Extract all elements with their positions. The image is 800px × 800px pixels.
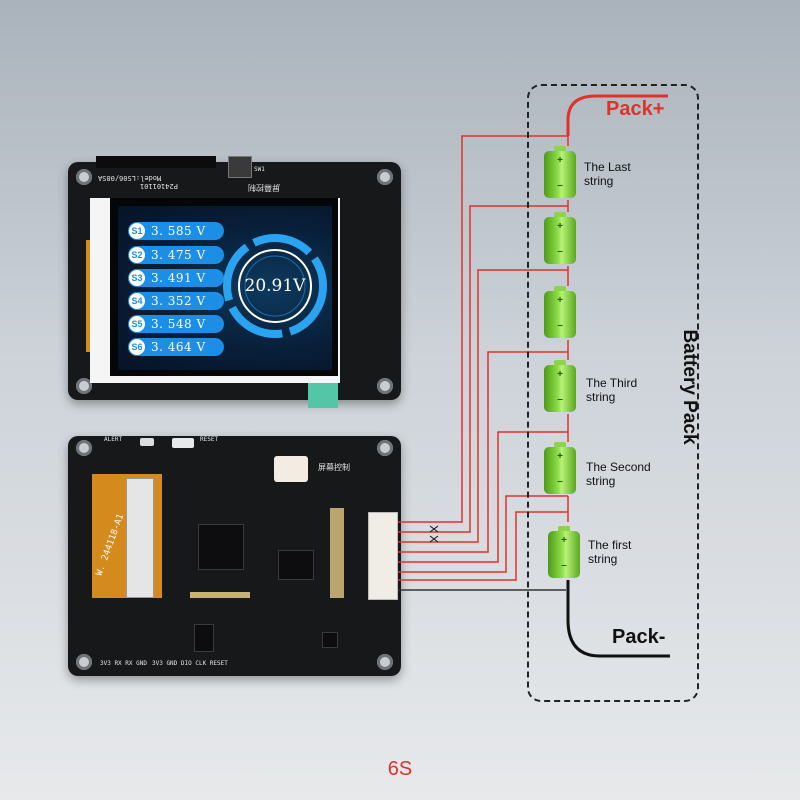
battery-cell: +– xyxy=(544,442,576,494)
cell-badge: S6 xyxy=(129,339,145,355)
battery-cell: +– xyxy=(548,526,580,578)
jst-connector xyxy=(274,456,308,482)
pack-plus-label: Pack+ xyxy=(606,98,665,120)
cell-voltage: 3. 585 V xyxy=(151,224,206,238)
bottom-pins-left: 3V3 RX RX GND xyxy=(100,660,147,667)
balance-wire xyxy=(398,135,568,523)
bottom-pins-right: 3V3 GND DIO CLK RESET xyxy=(152,660,228,667)
balance-wire xyxy=(398,205,568,533)
cell-voltage-row: S6 3. 464 V xyxy=(128,338,224,356)
cell-label-second: The Second string xyxy=(586,460,651,488)
balance-connector xyxy=(368,512,398,600)
flex-connector xyxy=(126,478,154,598)
cell-label-last: The Last string xyxy=(584,160,631,188)
cell-badge: S5 xyxy=(129,316,145,332)
cell-voltage: 3. 491 V xyxy=(151,271,206,285)
battery-cell: +– xyxy=(544,360,576,412)
balance-wire xyxy=(398,495,568,573)
cell-voltage-row: S3 3. 491 V xyxy=(128,269,224,287)
total-voltage: 20.91V xyxy=(244,276,306,296)
cell-voltage-row: S4 3. 352 V xyxy=(128,292,224,310)
mount-hole xyxy=(76,378,92,394)
mount-hole xyxy=(377,654,393,670)
battery-cell: +– xyxy=(544,146,576,198)
switch-label: SW1 xyxy=(254,166,265,173)
mount-hole xyxy=(76,440,92,456)
cell-badge: S2 xyxy=(129,247,145,263)
pin-header xyxy=(96,156,216,168)
afe-chip xyxy=(278,550,314,580)
config-label: 6S xyxy=(387,758,413,780)
cell-voltage-row: S1 3. 585 V xyxy=(128,222,224,240)
reset-button[interactable] xyxy=(172,438,194,448)
smd-pads xyxy=(330,508,344,598)
alert-button[interactable] xyxy=(140,438,154,446)
cell-label-third: The Third string xyxy=(586,376,638,404)
battery-pack-title: Battery Pack xyxy=(679,329,700,445)
reset-label: RESET xyxy=(200,436,219,443)
alert-label: ALERT xyxy=(104,436,123,443)
cell-voltage-row: S5 3. 548 V xyxy=(128,315,224,333)
cell-badge: S4 xyxy=(129,293,145,309)
cell-voltage: 3. 352 V xyxy=(151,294,206,308)
cell-voltage: 3. 548 V xyxy=(151,317,206,331)
smd-pads xyxy=(190,592,250,598)
cell-voltage: 3. 464 V xyxy=(151,340,206,354)
pack-minus-label: Pack- xyxy=(612,626,666,648)
mount-hole xyxy=(377,440,393,456)
battery-cell: +– xyxy=(544,286,576,338)
mount-hole xyxy=(377,169,393,185)
balance-wire xyxy=(398,511,568,581)
cell-badge: S3 xyxy=(129,270,145,286)
cell-voltage: 3. 475 V xyxy=(151,248,206,262)
lcd-tab xyxy=(308,383,338,408)
mount-hole xyxy=(76,169,92,185)
cell-badge: S1 xyxy=(129,223,145,239)
mosfet-chip xyxy=(322,632,338,648)
cell-voltage-row: S2 3. 475 V xyxy=(128,246,224,264)
total-voltage-gauge xyxy=(223,234,327,338)
battery-pack-outline xyxy=(527,84,699,702)
pack-plus-lead xyxy=(566,94,668,136)
regulator-chip xyxy=(194,624,214,652)
battery-cell: +– xyxy=(544,212,576,264)
lcd-screen: S1 3. 585 V S2 3. 475 V S3 3. 491 V S4 3… xyxy=(118,206,332,370)
pack-minus-lead xyxy=(566,580,670,658)
mount-hole xyxy=(76,654,92,670)
cell-label-first: The first string xyxy=(588,538,632,566)
mcu-chip xyxy=(198,524,244,570)
balance-wire xyxy=(398,431,568,563)
mount-hole xyxy=(377,378,393,394)
tact-switch[interactable] xyxy=(228,156,252,178)
control-function-text: 屏幕控制 xyxy=(318,463,350,472)
